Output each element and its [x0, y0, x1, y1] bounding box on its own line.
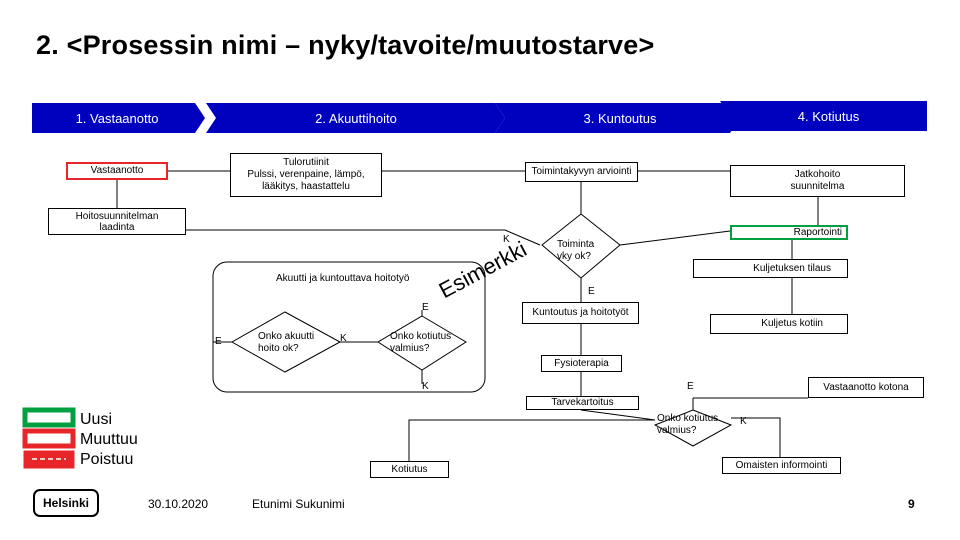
phase-arrow-3: [495, 103, 740, 133]
phase-arrow-2: [206, 103, 505, 133]
legend-item-removed: Poistuu: [80, 451, 134, 468]
page-title: 2. <Prosessin nimi – nyky/tavoite/muutos…: [36, 30, 655, 60]
branch-label-e4: E: [687, 381, 694, 392]
node-omaisten: Omaisten informointi: [722, 457, 841, 474]
decision-label-kotiutus-2: Onko kotiutus valmius?: [657, 413, 719, 436]
phase-label-1: 1. Vastaanotto: [75, 110, 159, 126]
decision-toiminta: [541, 213, 621, 279]
phase-arrow-1: [32, 103, 205, 133]
node-toimintakyky: Toimintakyvyn arviointi: [525, 162, 638, 182]
page-number: 9: [908, 497, 915, 511]
legend-item-changed: Muuttuu: [80, 431, 138, 448]
branch-label-e3: E: [215, 336, 222, 347]
branch-label-k4: K: [740, 416, 747, 427]
phase-arrow-4: [720, 101, 927, 131]
decision-kotiutus-2: [653, 409, 733, 447]
node-vastaanotto: Vastaanotto: [66, 162, 168, 180]
node-kuntoutus-hoitotyot: Kuntoutus ja hoitotyöt: [522, 302, 639, 324]
helsinki-logo: Helsinki: [42, 496, 90, 510]
decision-kotiutus-1: [377, 315, 467, 371]
group-label: Akuutti ja kuntouttava hoitotyö: [276, 273, 410, 284]
footer-date: 30.10.2020: [148, 497, 209, 511]
node-kotiutus: Kotiutus: [370, 461, 449, 478]
branch-label-e2: E: [422, 302, 429, 313]
branch-label-k3: K: [422, 381, 429, 392]
branch-label-k1: K: [503, 234, 510, 245]
decision-label-akuutti: Onko akuutti hoito ok?: [258, 331, 315, 354]
branch-label-e1: E: [588, 286, 595, 297]
decision-label-toiminta: Toiminta vky ok?: [557, 239, 595, 262]
decision-label-kotiutus-1: Onko kotiutus valmius?: [390, 331, 452, 354]
node-tulorutiinit: Tulorutiinit Pulssi, verenpaine, lämpö, …: [230, 153, 382, 197]
legend-item-new: Uusi: [80, 411, 113, 428]
phase-label-4: 4. Kotiutus: [797, 108, 860, 124]
branch-label-k2: K: [340, 333, 347, 344]
decision-akuutti: [230, 311, 342, 373]
legend-swatch-changed: [22, 428, 76, 449]
node-raportointi: Raportointi: [730, 225, 848, 240]
node-vastaanotto-kotona: Vastaanotto kotona: [808, 377, 924, 398]
phase-label-2: 2. Akuuttihoito: [315, 110, 397, 126]
group-container: [212, 261, 486, 393]
legend-swatch-new: [22, 407, 76, 428]
node-hoitosuunnitelma: Hoitosuunnitelman laadinta: [48, 208, 186, 235]
node-kuljetus-kotiin: Kuljetus kotiin: [710, 314, 848, 334]
node-tarvekartoitus: Tarvekartoitus: [526, 396, 639, 410]
node-kuljetuksen-tilaus: Kuljetuksen tilaus: [693, 259, 848, 278]
node-fysioterapia: Fysioterapia: [541, 355, 622, 372]
footer-author: Etunimi Sukunimi: [252, 497, 345, 511]
node-jatkohoito: Jatkohoito suunnitelma: [730, 165, 905, 197]
helsinki-logo-shape: [33, 489, 99, 517]
legend: Uusi Muuttuu Poistuu: [80, 410, 138, 470]
phase-label-3: 3. Kuntoutus: [583, 110, 657, 126]
connectors: [116, 170, 819, 461]
